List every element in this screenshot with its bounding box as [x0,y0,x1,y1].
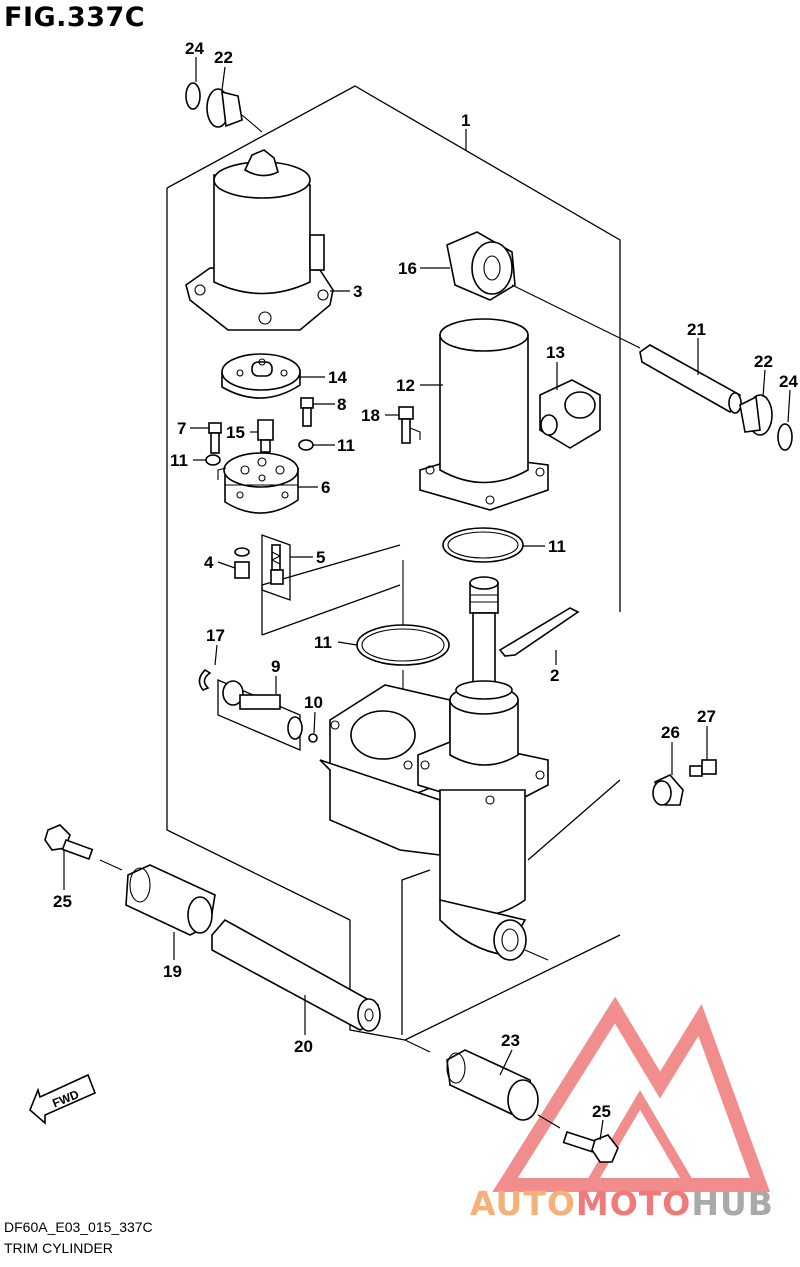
callout-4: 4 [204,553,214,572]
callout-17: 17 [206,626,225,645]
circlip-17 [198,668,212,691]
callout-9: 9 [271,657,280,676]
assembly-frame [166,85,621,1041]
callout-24-top: 24 [185,39,204,58]
valve-15 [257,419,274,453]
o-ring-11-small-a [298,439,314,451]
callout-11-b: 11 [170,451,188,470]
screw-8 [300,397,314,427]
callout-25-right: 25 [592,1102,611,1121]
bushing-22-right [739,394,773,436]
callout-21: 21 [687,320,706,339]
snap-ring-24-right [777,423,793,451]
trim-motor-3 [185,149,334,331]
callout-16: 16 [398,259,417,278]
trim-cylinder-body [319,680,549,961]
callout-2: 2 [550,666,559,685]
callout-22-right: 22 [754,352,773,371]
check-valve-4 [234,547,250,579]
bolt-25-left [44,824,94,860]
callout-11-c: 11 [548,537,566,556]
snap-ring-24-top [185,82,201,110]
diagram-code: DF60A_E03_015_337C [4,1219,153,1235]
callout-14: 14 [328,368,347,387]
callout-11-a: 11 [337,436,355,455]
bushing-22-top [206,88,263,133]
valve-13 [539,379,601,449]
callout-23: 23 [501,1031,520,1050]
callout-12: 12 [396,376,415,395]
diagram-description: TRIM CYLINDER [4,1240,113,1256]
collar-26 [652,774,684,806]
o-ring-11-large-mid [356,624,450,666]
watermark-logo-text: AUTOMOTOHUB [470,1184,774,1223]
callout-27: 27 [697,707,716,726]
pin-20 [211,918,381,1032]
callout-10: 10 [304,693,323,712]
o-ring-10 [308,733,318,743]
leader-lines [63,57,791,1141]
check-valve-5 [261,534,291,601]
collar-23 [446,1049,539,1121]
piston-rod-2 [469,576,580,694]
bolt-18 [398,406,414,444]
callout-13: 13 [546,343,565,362]
screw-7 [208,422,222,454]
watermark-word-3: HUB [691,1184,774,1223]
callout-7: 7 [177,419,186,438]
o-ring-11-large-top [442,527,524,563]
callout-11-d: 11 [314,633,332,652]
manual-release-valve-9 [217,679,303,751]
o-ring-11-small-b [205,454,221,466]
figure-title: FIG.337C [4,2,146,33]
bolt-27 [689,759,717,777]
reservoir-12 [409,318,549,511]
bushing-16 [446,231,641,349]
watermark-word-2: MOTO [575,1184,692,1223]
valve-body-6 [217,452,299,514]
callout-8: 8 [337,395,346,414]
watermark-word-1: AUTO [470,1184,576,1223]
callout-26: 26 [661,723,680,742]
fwd-arrow-icon: FWD [29,1073,97,1125]
callout-24-right: 24 [779,372,798,391]
callout-20: 20 [294,1037,313,1056]
callout-25-left: 25 [53,892,72,911]
cover-14 [221,353,301,399]
callout-5: 5 [316,548,325,567]
callout-1: 1 [461,111,470,130]
bolt-25-right [562,1130,619,1163]
callout-18: 18 [361,406,380,425]
callout-6: 6 [321,478,330,497]
callout-3: 3 [353,282,362,301]
watermark-logo-mark [492,996,770,1192]
callout-22-top: 22 [214,48,233,67]
pin-21 [639,344,742,414]
callout-labels: 24 22 1 16 3 21 22 24 13 12 14 8 18 7 15… [53,39,798,1121]
callout-19: 19 [163,962,182,981]
sleeve-19 [125,864,216,936]
callout-15: 15 [226,423,245,442]
